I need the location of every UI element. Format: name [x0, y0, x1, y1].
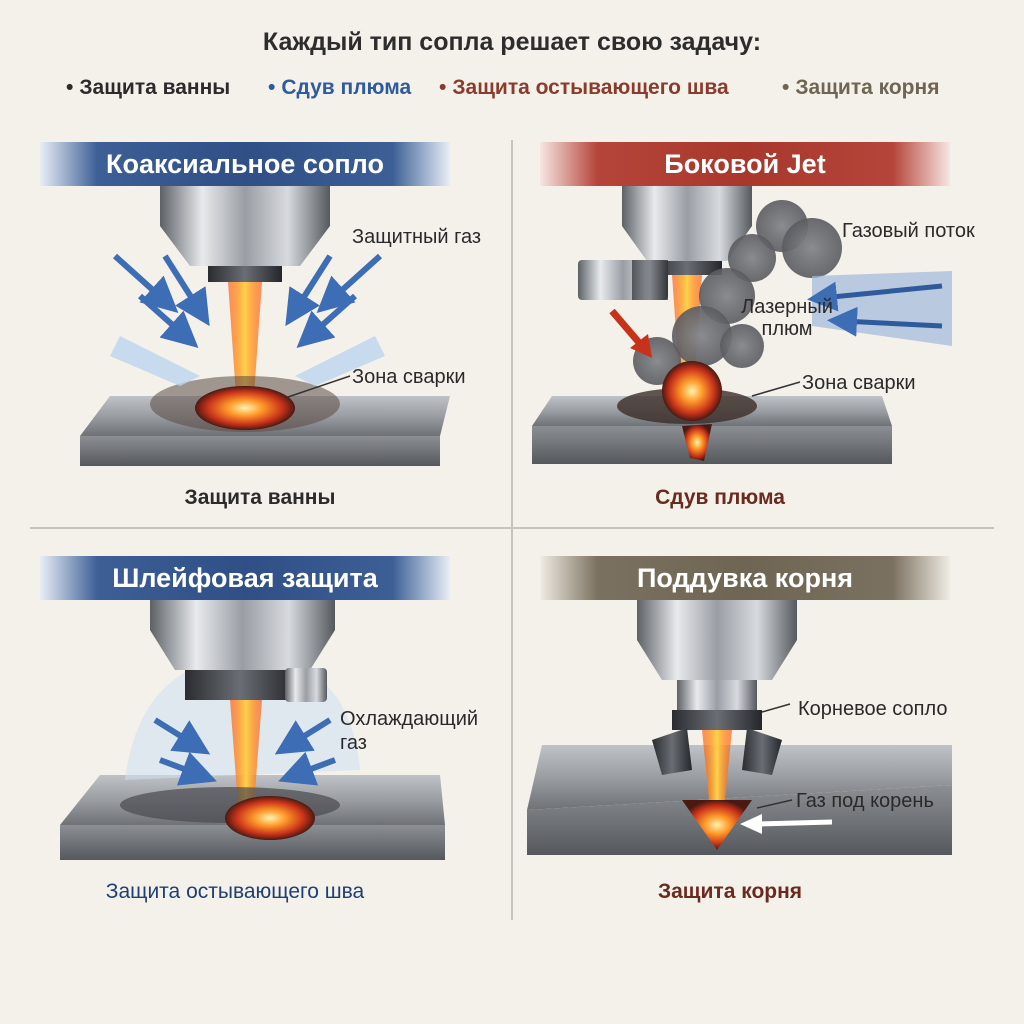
label-weld-zone: Зона сварки: [352, 366, 466, 388]
nozzle-cone: [150, 630, 335, 670]
gas-arrow: [827, 306, 943, 337]
weld-pool: [195, 386, 295, 430]
caption-side-jet: Сдув плюма: [655, 486, 785, 509]
root-weld: [682, 800, 752, 850]
shield-gas-arrows: [112, 253, 383, 348]
nozzle-cone: [622, 226, 752, 261]
workpiece-plate-edge: [80, 436, 440, 466]
gas-arrow: [285, 254, 333, 327]
weld-glow: [662, 361, 722, 421]
trailing-illustration: [60, 600, 445, 860]
legend-bullet: •: [439, 76, 447, 99]
legend-item-plume: •Сдув плюма: [268, 76, 411, 100]
laser-beam: [702, 730, 732, 810]
legend-bullet: •: [66, 76, 74, 99]
nozzle-body: [150, 600, 335, 630]
panel-title-coaxial: Коаксиальное сопло: [40, 142, 450, 186]
side-jet-outlet: [632, 260, 668, 300]
page-title: Каждый тип сопла решает свою задачу:: [262, 28, 762, 56]
gas-arrow: [112, 253, 179, 314]
caption-root: Защита корня: [657, 880, 803, 903]
weld-pool: [225, 796, 315, 840]
gas-cloud: [110, 336, 200, 386]
label-laser-plume-line2: плюм: [761, 318, 813, 340]
nozzle-body: [160, 186, 330, 226]
root-nozzle-right: [742, 728, 782, 775]
leader-line: [284, 375, 351, 399]
legend-bullet: •: [782, 76, 790, 99]
nozzle-tip: [185, 670, 295, 700]
coaxial-illustration: [80, 186, 450, 466]
gas-arrow: [316, 253, 383, 314]
label-weld-zone: Зона сварки: [802, 372, 916, 394]
legend-bullet: •: [268, 76, 276, 99]
leader-line: [751, 381, 801, 397]
label-cooling-gas-line2: газ: [340, 732, 367, 754]
panel-divider-vertical: [511, 140, 513, 920]
root-nozzle-left: [652, 728, 692, 775]
red-arrow-line: [609, 308, 645, 349]
panel-title-side-jet: Боковой Jet: [540, 142, 950, 186]
gas-cloud: [295, 336, 385, 386]
nozzle-cone: [160, 226, 330, 266]
gas-arrow: [296, 293, 357, 348]
gas-arrow: [274, 717, 332, 755]
legend-text-pool: Защита ванны: [79, 76, 231, 99]
legend-text-cooling: Защита остывающего шва: [452, 76, 729, 99]
leader-line: [761, 703, 791, 713]
trailing-nozzle: [285, 668, 327, 702]
workpiece-plate-edge: [527, 785, 952, 855]
label-root-gas: Газ под корень: [796, 790, 934, 812]
laser-plume-smoke: [633, 200, 842, 385]
gas-arrow: [138, 293, 199, 348]
caption-coaxial: Защита ванны: [184, 486, 336, 509]
nozzle-tip: [208, 266, 282, 282]
legend-item-cooling: •Защита остывающего шва: [439, 76, 729, 100]
nozzle-tip: [672, 710, 762, 730]
label-root-nozzle: Корневое сопло: [798, 698, 948, 720]
gas-arrow: [278, 751, 337, 786]
workpiece-plate: [527, 745, 952, 810]
gas-arrow: [158, 751, 217, 786]
legend-text-plume: Сдув плюма: [281, 76, 412, 99]
laser-beam: [230, 700, 262, 805]
gas-arrow-head: [740, 814, 762, 834]
caption-trailing: Защита остывающего шва: [105, 880, 365, 903]
red-arrow-head: [630, 334, 652, 358]
nozzle-cone: [637, 640, 797, 680]
nozzle-body: [637, 600, 797, 640]
workpiece-plate-edge: [60, 825, 445, 860]
label-shielding-gas: Защитный газ: [352, 226, 482, 248]
weld-drop: [682, 424, 712, 461]
gas-arrow: [153, 717, 211, 755]
panel-divider-horizontal: [30, 527, 994, 529]
legend-text-root: Защита корня: [795, 76, 940, 99]
leader-line: [756, 799, 793, 809]
gas-arrow: [162, 254, 210, 327]
panel-title-trailing: Шлейфовая защита: [40, 556, 450, 600]
label-laser-plume-line1: Лазерный: [741, 296, 833, 318]
nozzle-tip: [652, 261, 722, 275]
legend-item-pool: •Защита ванны: [66, 76, 230, 100]
legend-item-root: •Защита корня: [782, 76, 939, 100]
label-cooling-gas-line1: Охлаждающий: [340, 708, 479, 730]
label-gas-flow: Газовый поток: [842, 220, 975, 242]
nozzle-body: [622, 186, 752, 226]
nozzle-neck: [677, 680, 757, 710]
workpiece-plate-edge: [532, 426, 892, 464]
panel-title-root: Поддувка корня: [540, 556, 950, 600]
root-illustration: [527, 600, 952, 855]
side-jet-illustration: [532, 186, 952, 464]
gas-arrow: [807, 281, 943, 312]
gas-arrow: [756, 819, 833, 827]
